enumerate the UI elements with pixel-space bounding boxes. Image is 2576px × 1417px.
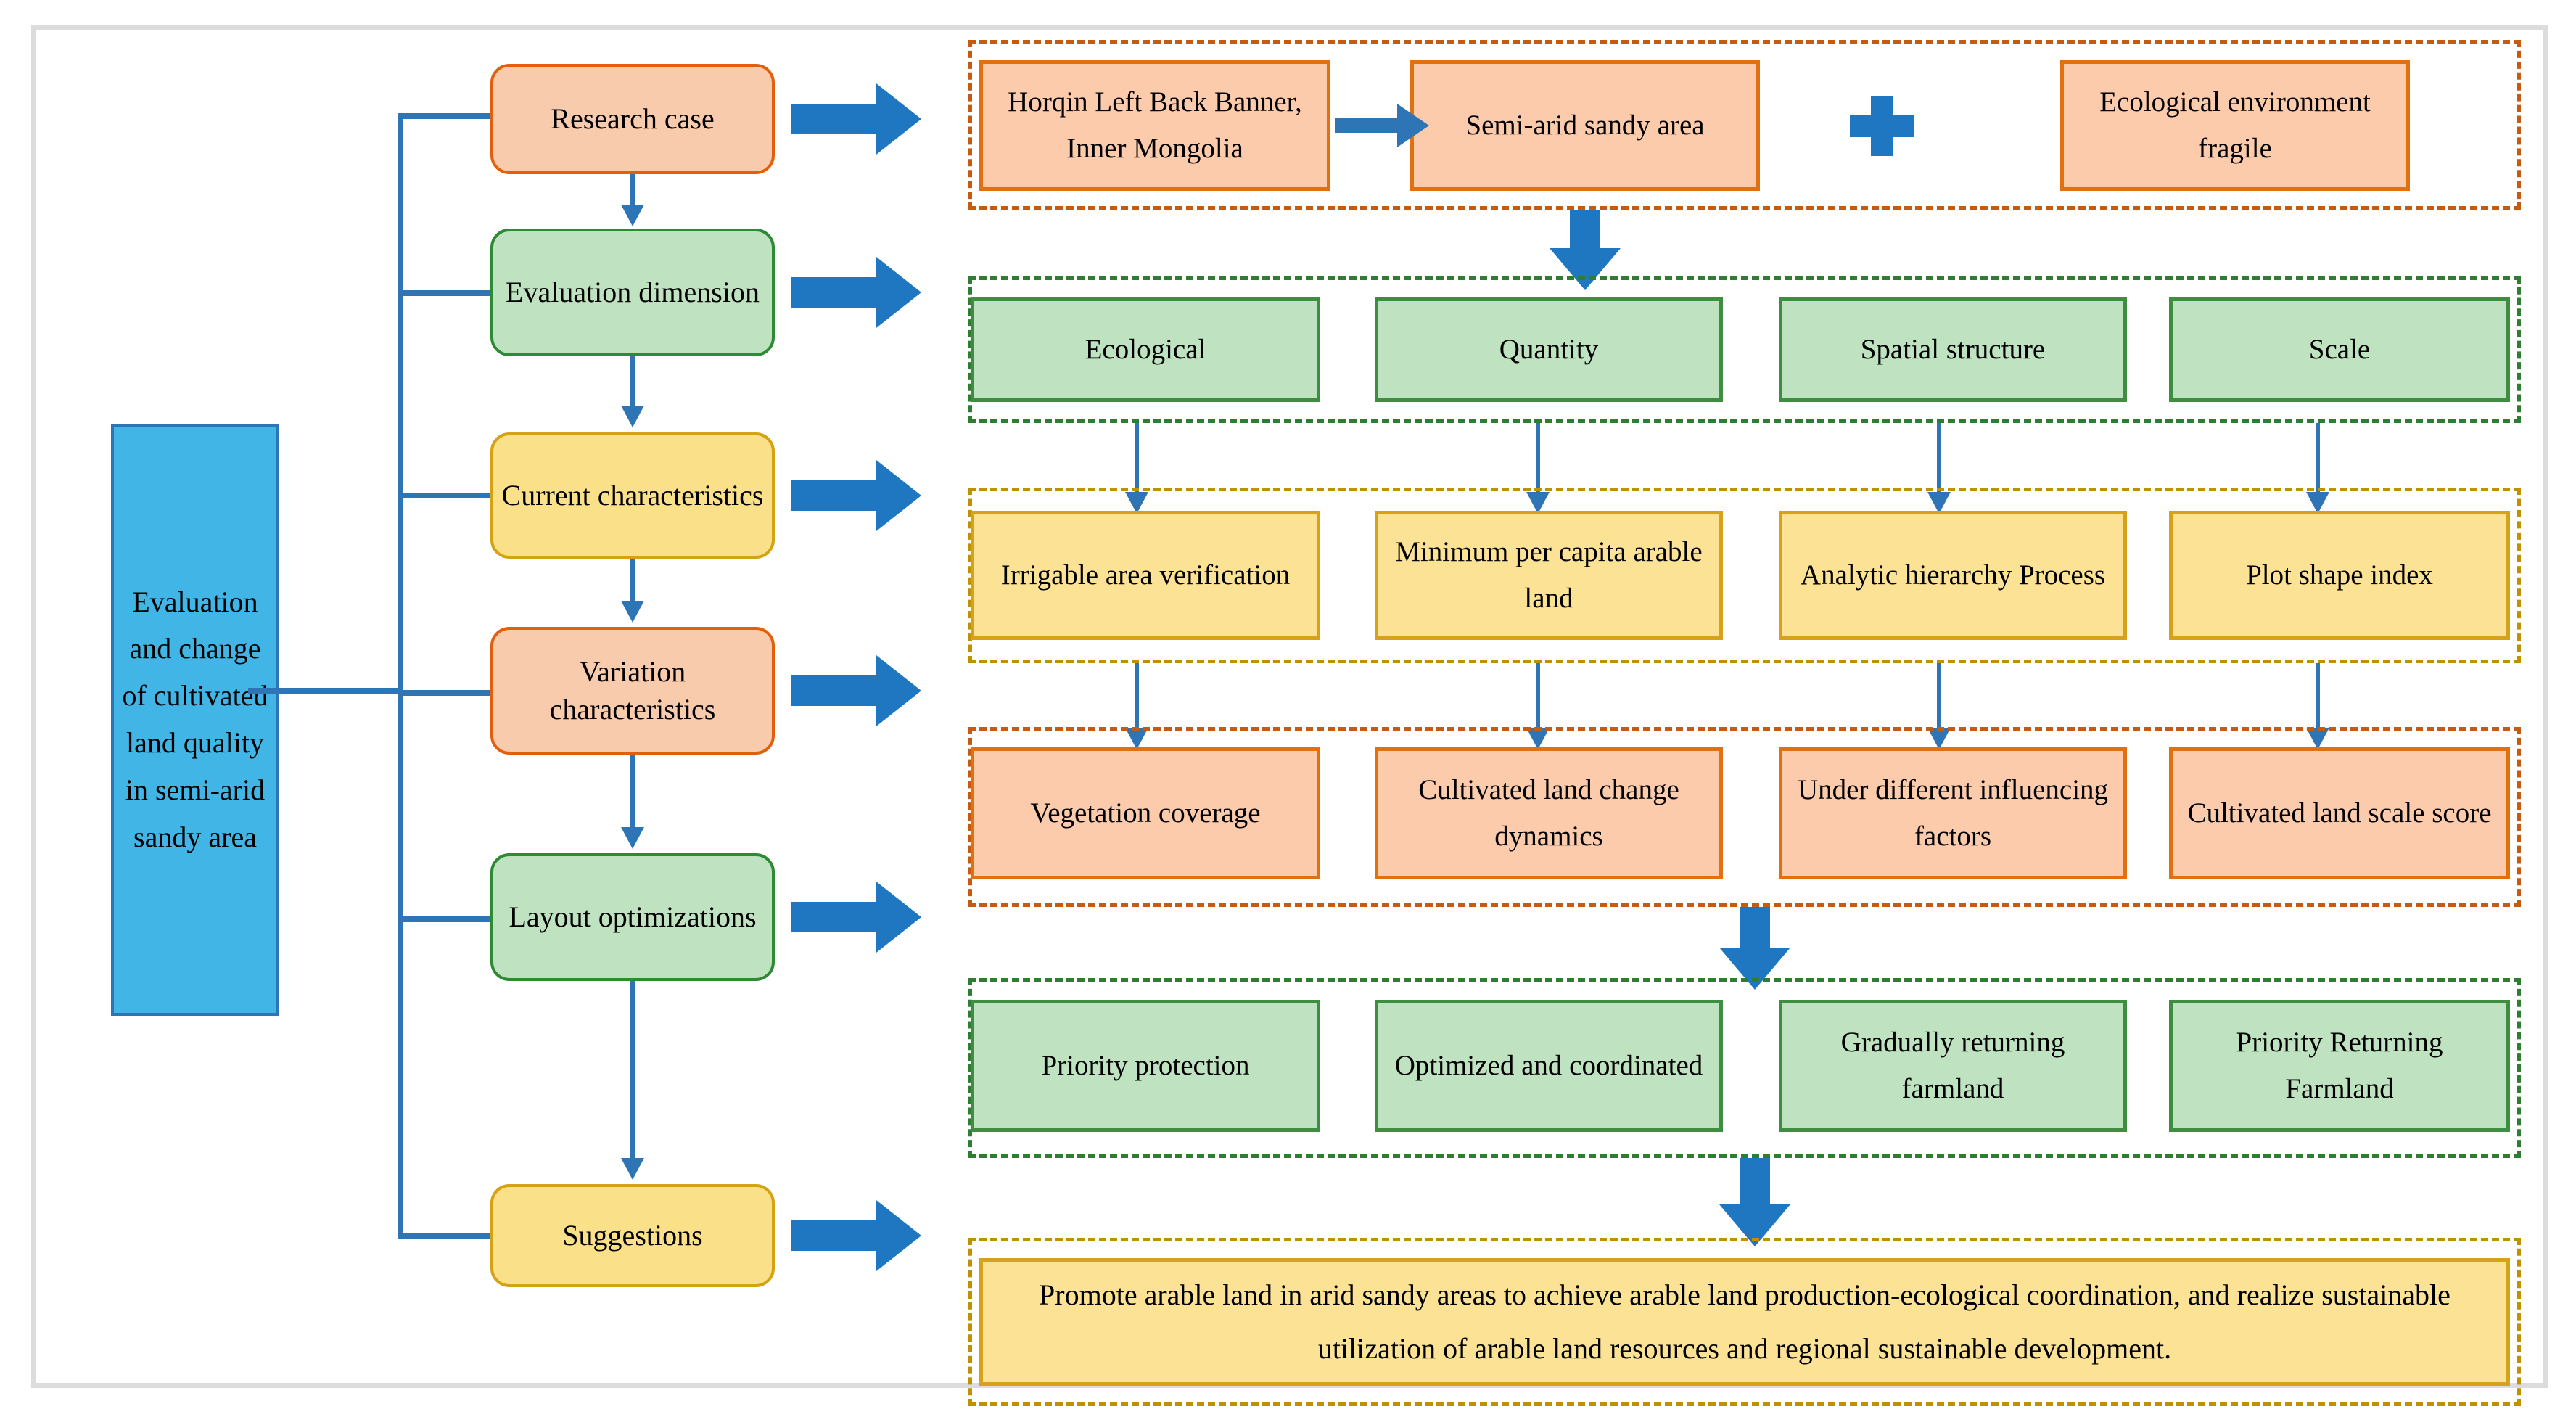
cell-analytic-hierarchy-process[interactable]: Analytic hierarchy Process [1779,511,2127,640]
cell-semi-arid-sandy-area[interactable]: Semi-arid sandy area [1410,60,1760,191]
stage-variation-characteristics[interactable]: Variation characteristics [490,627,775,755]
cell-spatial-structure[interactable]: Spatial structure [1779,297,2127,402]
stage-layout-optimizations[interactable]: Layout optimizations [490,853,775,981]
row5-to-row6-arrow [1719,1158,1790,1246]
col2-arrow-row3-row4 [1536,663,1540,731]
col4-arrow-row3-row4 [2316,663,2320,731]
stage-connector-arrowhead-5-6 [621,1158,644,1180]
stage-connector-arrowhead-1-2 [621,205,644,226]
stage-evaluation-dimension[interactable]: Evaluation dimension [490,229,775,356]
stage-suggestions[interactable]: Suggestions [490,1184,775,1287]
stage-connector-arrowhead-4-5 [621,827,644,849]
cell-gradually-returning-farmland[interactable]: Gradually returning farmland [1779,1000,2127,1132]
evaluation-dimension-row [968,276,2521,423]
cell-priority-protection[interactable]: Priority protection [971,1000,1320,1132]
col2-arrowhead-row3-row4 [1526,728,1550,749]
cell-minimum-per-capita-arable-land[interactable]: Minimum per capita arable land [1375,511,1723,640]
col4-arrowhead-row2-row3 [2306,492,2329,514]
cell-suggestion-text[interactable]: Promote arable land in arid sandy areas … [979,1258,2510,1386]
stage-research-case[interactable]: Research case [490,64,775,174]
root-to-trunk-line [248,688,400,694]
stage-connector-4-5 [630,755,635,830]
stage-connector-3-4 [630,559,635,604]
cell-vegetation-coverage[interactable]: Vegetation coverage [971,747,1320,879]
stage-connector-arrowhead-2-3 [621,406,644,427]
cell-cultivated-land-change-dynamics[interactable]: Cultivated land change dynamics [1375,747,1723,879]
row4-to-row5-arrow [1719,907,1790,990]
plus-symbol [1850,96,1914,156]
variation-characteristics-row [968,727,2521,907]
branch-line-6 [398,1233,496,1239]
stage-connector-arrowhead-3-4 [621,601,644,623]
col3-arrowhead-row3-row4 [1927,728,1951,749]
root-concept-box: Evaluation and change of cultivated land… [111,424,279,1016]
branch-line-2 [398,290,496,296]
stage-connector-1-2 [630,174,635,209]
col1-arrowhead-row2-row3 [1125,492,1148,514]
col1-arrow-row2-row3 [1135,423,1139,496]
col4-arrow-row2-row3 [2316,423,2320,496]
trunk-line [398,113,403,1239]
cell-plot-shape-index[interactable]: Plot shape index [2169,511,2510,640]
branch-line-3 [398,493,496,498]
branch-line-4 [398,690,496,696]
col3-arrow-row2-row3 [1937,423,1941,496]
branch-line-1 [398,113,496,119]
layout-optimizations-row [968,978,2521,1158]
diagram-frame: Evaluation and change of cultivated land… [31,25,2548,1406]
cell-priority-returning-farmland[interactable]: Priority Returning Farmland [2169,1000,2510,1132]
col1-arrowhead-row3-row4 [1125,728,1148,749]
cell-optimized-and-coordinated[interactable]: Optimized and coordinated [1375,1000,1723,1132]
current-characteristics-row [968,488,2521,663]
cell-quantity[interactable]: Quantity [1375,297,1723,402]
suggestions-row [968,1238,2521,1406]
cell-horqin-left-back-banner[interactable]: Horqin Left Back Banner, Inner Mongolia [979,60,1330,191]
stage-current-characteristics[interactable]: Current characteristics [490,432,775,559]
stage-connector-2-3 [630,356,635,408]
stage-connector-5-6 [630,981,635,1161]
col1-arrow-row3-row4 [1135,663,1139,731]
cell-scale[interactable]: Scale [2169,297,2510,402]
row1-to-row2-arrow [1550,210,1621,290]
cell-irrigable-area-verification[interactable]: Irrigable area verification [971,511,1320,640]
col2-arrowhead-row2-row3 [1526,492,1550,514]
col3-arrowhead-row2-row3 [1927,492,1951,514]
cell-under-different-influencing-factors[interactable]: Under different influencing factors [1779,747,2127,879]
cell-cultivated-land-scale-score[interactable]: Cultivated land scale score [2169,747,2510,879]
col4-arrowhead-row3-row4 [2306,728,2329,749]
col2-arrow-row2-row3 [1536,423,1540,496]
cell-ecological-environment-fragile[interactable]: Ecological environment fragile [2060,60,2410,191]
branch-line-5 [398,916,496,922]
col3-arrow-row3-row4 [1937,663,1941,731]
cell-ecological[interactable]: Ecological [971,297,1320,402]
research-case-row [968,40,2521,210]
